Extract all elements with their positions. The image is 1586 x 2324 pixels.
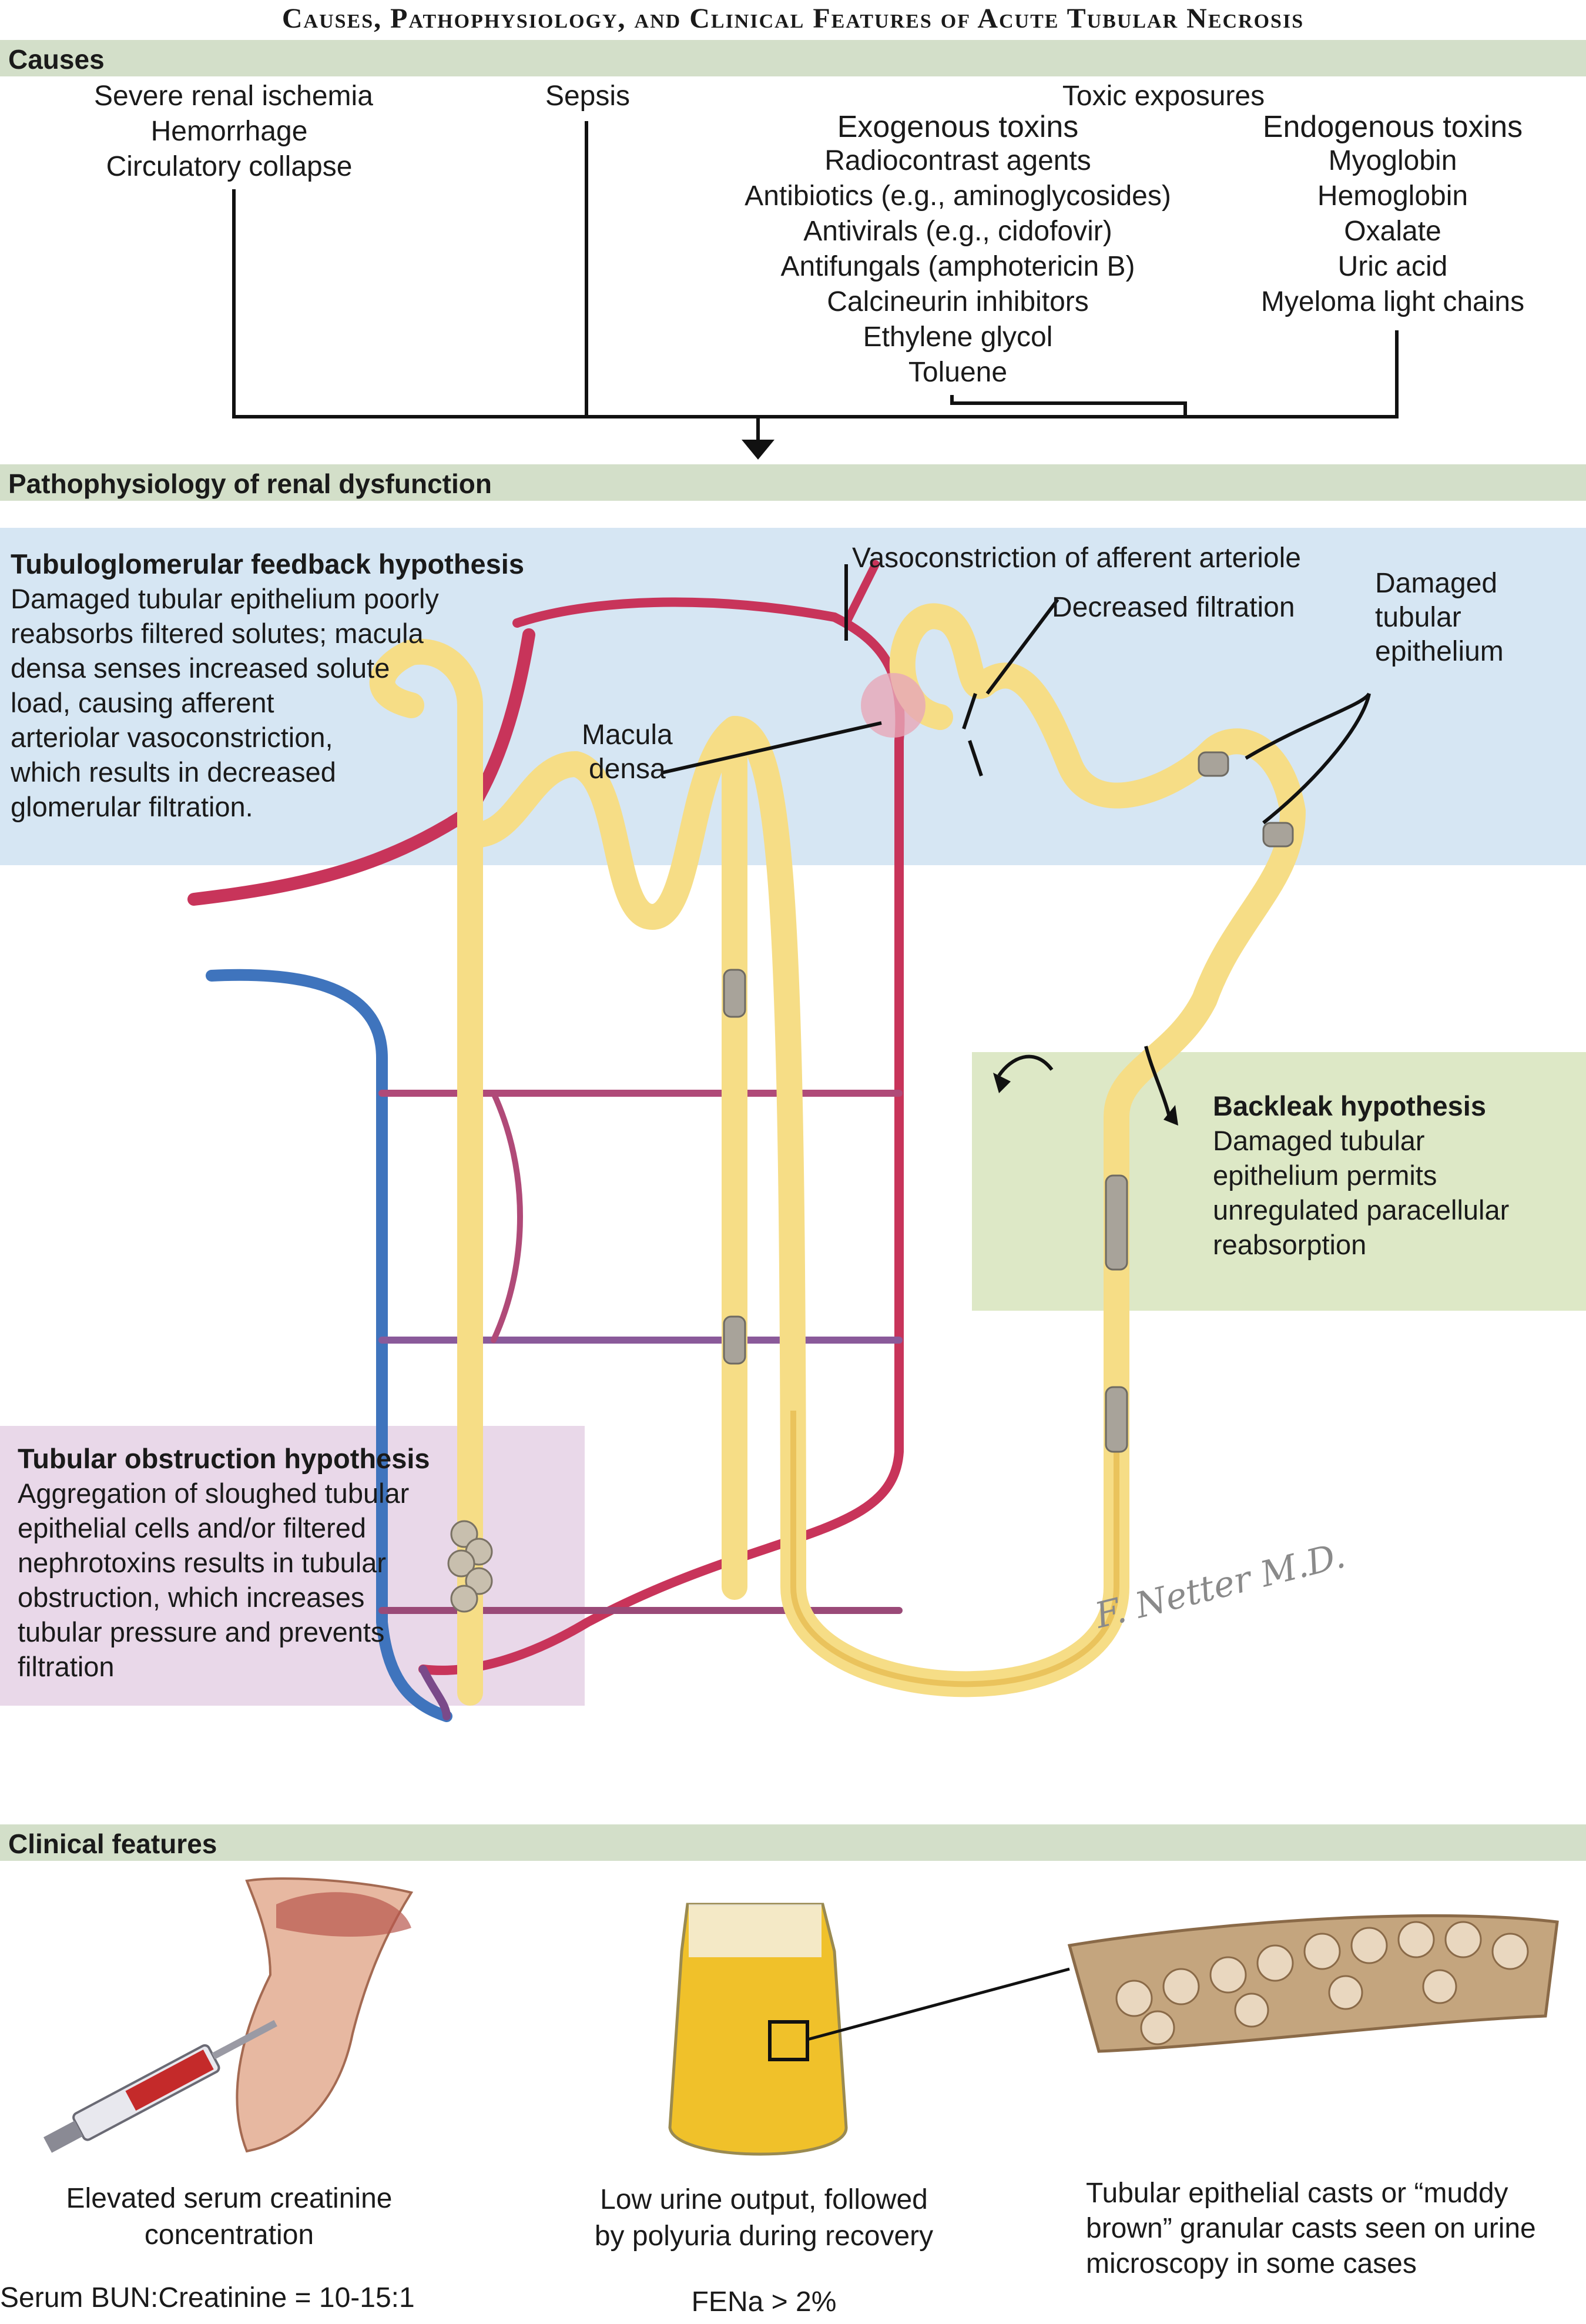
- casts-caption-line: brown” granular casts seen on urine: [1086, 2213, 1536, 2244]
- backleak-line: unregulated paracellular: [1213, 1194, 1510, 1225]
- pathophysiology-header: Pathophysiology of renal dysfunction: [8, 468, 492, 499]
- ischemia-item: Severe renal ischemia: [94, 81, 373, 112]
- casts-caption: Tubular epithelial casts or “muddy brown…: [1086, 2176, 1536, 2282]
- exogenous-item: Radiocontrast agents: [824, 145, 1091, 176]
- tubuloglomerular-line: glomerular filtration.: [11, 791, 253, 822]
- urine-note: FENa > 2%: [691, 2286, 837, 2318]
- macula-densa-label: Macula densa: [582, 718, 673, 786]
- cell-aggregate: [447, 1520, 493, 1613]
- tubuloglomerular-text: Tubuloglomerular feedback hypothesis Dam…: [11, 547, 539, 824]
- exogenous-item: Antibiotics (e.g., aminoglycosides): [745, 180, 1171, 212]
- urine-caption-line: by polyuria during recovery: [594, 2221, 934, 2252]
- backleak-line: epithelium permits: [1213, 1160, 1437, 1191]
- urine-caption-line: Low urine output, followed: [600, 2184, 928, 2215]
- backleak-title: Backleak hypothesis: [1213, 1090, 1486, 1121]
- obstruction-title: Tubular obstruction hypothesis: [18, 1443, 430, 1474]
- backleak-panel: [972, 1052, 1586, 1311]
- macula-densa-line: Macula: [582, 719, 673, 751]
- ischemia-item: Hemorrhage: [150, 116, 308, 147]
- tubule: [457, 603, 1306, 1697]
- tubuloglomerular-title: Tubuloglomerular feedback hypothesis: [11, 548, 524, 580]
- page-title: Causes, Pathophysiology, and Clinical Fe…: [281, 3, 1305, 34]
- sepsis-label: Sepsis: [545, 81, 631, 112]
- endogenous-item: Myeloma light chains: [1260, 286, 1525, 317]
- tubuloglomerular-line: which results in decreased: [11, 756, 336, 788]
- obstruction-line: nephrotoxins results in tubular: [18, 1547, 387, 1578]
- clinical-header-band: Clinical features: [0, 1824, 1586, 1861]
- damaged-epithelium-line: tubular: [1375, 602, 1461, 633]
- exogenous-item: Ethylene glycol: [863, 322, 1053, 353]
- tubuloglomerular-line: densa senses increased solute: [11, 652, 390, 684]
- exogenous-header: Exogenous toxins: [837, 110, 1079, 144]
- macula-densa-line: densa: [588, 754, 666, 785]
- endogenous-item: Oxalate: [1344, 216, 1441, 247]
- serum-note: Serum BUN:Creatinine = 10-15:1: [0, 2282, 415, 2313]
- obstruction-text: Tubular obstruction hypothesis Aggregati…: [18, 1441, 464, 1684]
- down-arrow-icon: [742, 440, 774, 460]
- causes-header-band: Causes: [0, 40, 1586, 76]
- endogenous-item: Uric acid: [1337, 251, 1448, 282]
- serum-caption-line: concentration: [144, 2219, 314, 2251]
- obstruction-line: filtration: [18, 1651, 115, 1682]
- tubuloglomerular-line: arteriolar vasoconstriction,: [11, 722, 333, 753]
- obstruction-line: Aggregation of sloughed tubular: [18, 1478, 410, 1509]
- causes-connectors: [232, 121, 1399, 460]
- tubuloglomerular-panel: [0, 528, 1586, 865]
- serum-caption-line: Elevated serum creatinine: [66, 2183, 393, 2214]
- efferent-artery: [418, 597, 905, 1675]
- ischemia-list: Severe renal ischemia Hemorrhage Circula…: [94, 79, 373, 185]
- serum-caption: Elevated serum creatinine concentration: [24, 2181, 435, 2253]
- casts-caption-line: Tubular epithelial casts or “muddy: [1086, 2178, 1508, 2209]
- endogenous-item: Myoglobin: [1328, 145, 1457, 176]
- exogenous-item: Calcineurin inhibitors: [827, 286, 1089, 317]
- collecting-duct: [369, 638, 483, 1706]
- arm-icon: [236, 1877, 414, 2153]
- nephron-illustration: F. Netter M.D.: [187, 560, 1371, 1722]
- exogenous-list: Radiocontrast agents Antibiotics (e.g., …: [693, 143, 1222, 390]
- vein: [206, 969, 452, 1722]
- urine-beaker-icon: [668, 1903, 848, 2156]
- obstruction-line: tubular pressure and prevents: [18, 1616, 385, 1647]
- pathophysiology-header-band: Pathophysiology of renal dysfunction: [0, 464, 1586, 501]
- exogenous-item: Antivirals (e.g., cidofovir): [803, 216, 1112, 247]
- tourniquet-icon: [276, 1892, 411, 1937]
- exogenous-item: Toluene: [908, 357, 1008, 388]
- endogenous-item: Hemoglobin: [1317, 180, 1468, 212]
- decreased-filtration-label: Decreased filtration: [1052, 592, 1295, 623]
- afferent-artery: [187, 628, 535, 906]
- endogenous-list: Myoglobin Hemoglobin Oxalate Uric acid M…: [1216, 143, 1569, 320]
- obstruction-line: obstruction, which increases: [18, 1582, 365, 1613]
- backleak-text: Backleak hypothesis Damaged tubular epit…: [1213, 1089, 1577, 1262]
- endogenous-header: Endogenous toxins: [1262, 110, 1523, 144]
- urine-caption: Low urine output, followed by polyuria d…: [564, 2182, 964, 2255]
- glomerulus: [861, 673, 926, 738]
- damaged-epithelium-line: Damaged: [1375, 568, 1498, 599]
- tubuloglomerular-line: load, causing afferent: [11, 687, 274, 718]
- obstruction-panel: [0, 1426, 585, 1706]
- casts-caption-line: microscopy in some cases: [1086, 2248, 1417, 2279]
- clinical-header: Clinical features: [8, 1829, 217, 1859]
- toxic-exposures-label: Toxic exposures: [1062, 81, 1265, 112]
- epithelial-cast-icon: [1067, 1914, 1559, 2053]
- ischemia-item: Circulatory collapse: [106, 151, 353, 182]
- tubuloglomerular-line: reabsorbs filtered solutes; macula: [11, 618, 424, 649]
- damaged-epithelium-label: Damaged tubular epithelium: [1375, 567, 1504, 669]
- tubuloglomerular-line: Damaged tubular epithelium poorly: [11, 583, 439, 614]
- backleak-line: Damaged tubular: [1213, 1125, 1425, 1156]
- obstruction-line: epithelial cells and/or filtered: [18, 1512, 367, 1543]
- damaged-epithelium-line: epithelium: [1375, 636, 1504, 667]
- syringe-icon: [43, 2020, 277, 2153]
- exogenous-item: Antifungals (amphotericin B): [780, 251, 1135, 282]
- causes-header: Causes: [8, 44, 105, 75]
- magnify-box-icon: [768, 2020, 809, 2061]
- vasoconstriction-label: Vasoconstriction of afferent arteriole: [852, 543, 1301, 574]
- backleak-line: reabsorption: [1213, 1229, 1367, 1260]
